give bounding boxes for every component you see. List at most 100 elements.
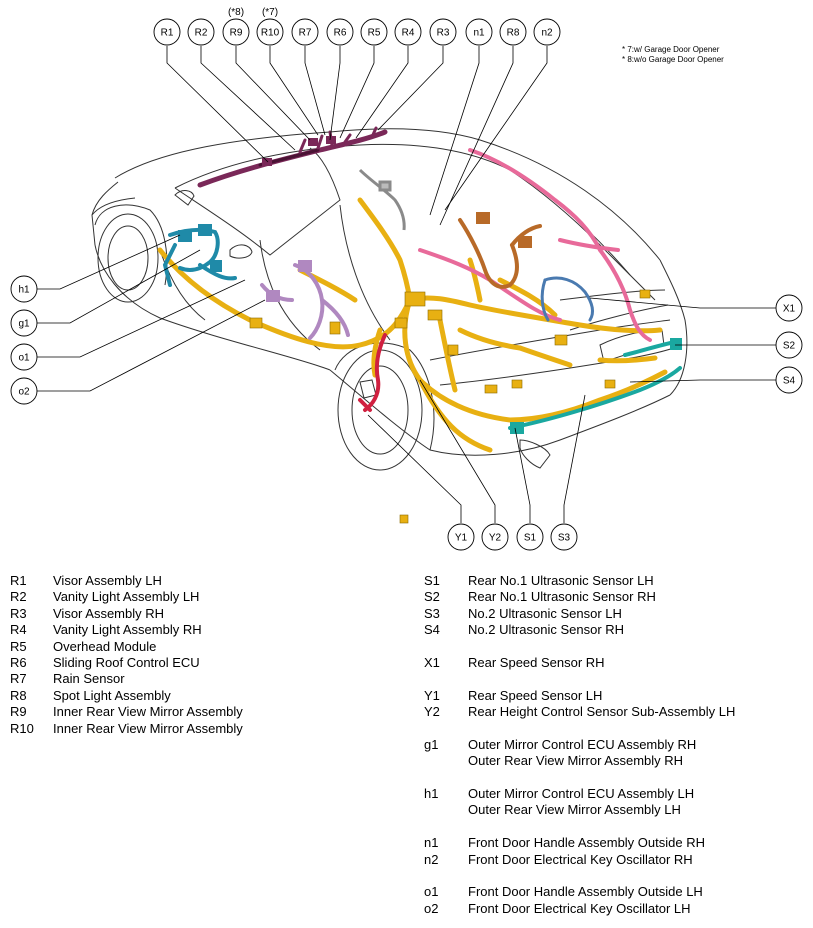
legend-name: Outer Mirror Control ECU Assembly LH: [468, 786, 695, 802]
wheel-front: [94, 204, 168, 303]
svg-text:S2: S2: [783, 341, 796, 352]
legend-row: R8 Spot Light Assembly: [10, 688, 410, 704]
legend-name: Overhead Module: [53, 638, 157, 654]
callout-R10: R10 (*7): [256, 7, 284, 46]
svg-text:R7: R7: [299, 28, 312, 39]
svg-text:R2: R2: [195, 28, 208, 39]
svg-text:S3: S3: [558, 533, 571, 544]
callouts-top: R1 R2 R9 (*8) R10 (*7) R7 R6 R5 R4 R3 n1…: [153, 7, 561, 46]
callout-o1: o1: [10, 343, 38, 371]
legend-name: Rain Sensor: [53, 671, 125, 687]
callouts-left: h1 g1 o1 o2: [10, 275, 38, 405]
legend-code: g1: [424, 736, 439, 752]
legend-row-continued: Outer Rear View Mirror Assembly RH: [424, 753, 809, 769]
callout-S3: S3: [550, 523, 578, 551]
legend-code: o1: [424, 884, 439, 900]
legend-row: o1 Front Door Handle Assembly Outside LH: [424, 884, 809, 900]
svg-text:X1: X1: [783, 304, 796, 315]
front-door-lh-harness: [162, 224, 237, 287]
main-harness-connectors: [249, 289, 651, 524]
svg-text:Y1: Y1: [455, 533, 468, 544]
legend-name: Front Door Handle Assembly Outside RH: [468, 835, 705, 851]
callout-R1: R1: [153, 18, 181, 46]
legend-name: Inner Rear View Mirror Assembly: [53, 720, 243, 736]
svg-text:R10: R10: [261, 28, 280, 39]
rear-blue-harness: [540, 276, 594, 322]
legend-name: Inner Rear View Mirror Assembly: [53, 704, 243, 720]
callout-R4: R4: [394, 18, 422, 46]
svg-text:S4: S4: [783, 376, 796, 387]
legend-code: R8: [10, 687, 27, 703]
callout-R7: R7: [291, 18, 319, 46]
callout-S1: S1: [516, 523, 544, 551]
svg-text:R1: R1: [161, 28, 174, 39]
front-door-rh-harness: [260, 260, 350, 340]
svg-text:o2: o2: [18, 387, 30, 398]
legend-name: Rear Speed Sensor LH: [468, 687, 603, 703]
callout-R10-mark: (*7): [262, 7, 278, 18]
legend-row: R1 Visor Assembly LH: [10, 573, 410, 589]
rear-wheel-harness: [358, 333, 387, 412]
legend-code: R2: [10, 589, 27, 605]
legend-code: R10: [10, 720, 34, 736]
legend-code: X1: [424, 654, 440, 670]
roof-harness: [197, 126, 388, 188]
callout-Y2: Y2: [481, 523, 509, 551]
legend-spacer: [424, 671, 809, 687]
legend-code: S1: [424, 573, 440, 588]
legend-name: Visor Assembly LH: [53, 573, 162, 588]
legend-row-continued: Outer Rear View Mirror Assembly LH: [424, 802, 809, 818]
legend-code: S2: [424, 589, 440, 605]
main-body-harness: [157, 197, 668, 453]
legend-name: Front Door Handle Assembly Outside LH: [468, 884, 703, 900]
svg-text:n2: n2: [541, 28, 553, 39]
svg-text:R8: R8: [507, 28, 520, 39]
callouts-right: X1 S2 S4: [775, 294, 803, 394]
legend-code: R1: [10, 573, 27, 588]
legend-code: S3: [424, 605, 440, 621]
rear-body-harness: [418, 148, 652, 342]
legend-spacer: [424, 721, 809, 737]
legend-name: Sliding Roof Control ECU: [53, 654, 200, 670]
legend-code: Y2: [424, 704, 440, 720]
callout-R3: R3: [429, 18, 457, 46]
callout-n1: n1: [465, 18, 493, 46]
svg-text:R5: R5: [368, 28, 381, 39]
legend-name: Front Door Electrical Key Oscillator LH: [468, 900, 691, 916]
legend-spacer: [424, 639, 809, 655]
callout-R2: R2: [187, 18, 215, 46]
wiring-harness-diagram: R1 R2 R9 (*8) R10 (*7) R7 R6 R5 R4 R3 n1…: [10, 7, 803, 551]
legend-code: R3: [10, 605, 27, 621]
legend-name: Rear Height Control Sensor Sub-Assembly …: [468, 704, 736, 720]
svg-text:R4: R4: [402, 28, 415, 39]
legend-code: h1: [424, 786, 439, 802]
footnote-garage-opener: * 7:w/ Garage Door Opener: [622, 45, 720, 54]
svg-text:S1: S1: [524, 533, 537, 544]
legend-row: h1 Outer Mirror Control ECU Assembly LH: [424, 786, 809, 802]
callout-S2: S2: [775, 331, 803, 359]
svg-text:Y2: Y2: [489, 533, 502, 544]
legend-name: Rear No.1 Ultrasonic Sensor RH: [468, 589, 656, 605]
leader-lines: [37, 46, 776, 523]
legend-code: n1: [424, 835, 439, 851]
legend-name: Spot Light Assembly: [53, 687, 171, 703]
legend-name: Outer Rear View Mirror Assembly LH: [468, 802, 681, 818]
legend-name: Vanity Light Assembly RH: [53, 622, 202, 638]
legend-row: R10 Inner Rear View Mirror Assembly: [10, 721, 410, 737]
svg-text:R3: R3: [437, 28, 450, 39]
legend-name: Front Door Electrical Key Oscillator RH: [468, 851, 693, 867]
wheel-rear: [334, 342, 435, 471]
callout-R8: R8: [499, 18, 527, 46]
callout-R5: R5: [360, 18, 388, 46]
footnote-no-garage-opener: * 8:w/o Garage Door Opener: [622, 55, 724, 64]
